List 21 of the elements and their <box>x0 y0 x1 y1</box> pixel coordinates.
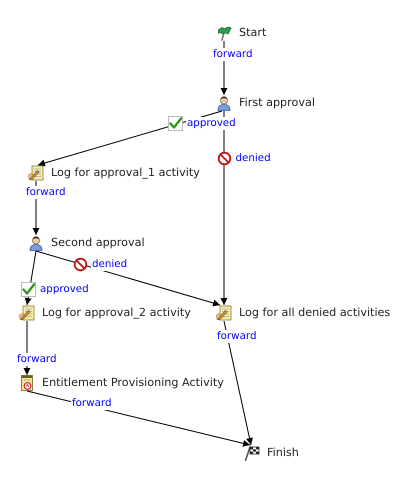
node-label: Second approval <box>51 235 145 251</box>
edge-label: forward <box>25 186 66 199</box>
arrow <box>36 250 220 306</box>
node-label: Finish <box>267 445 299 461</box>
edge-label: forward <box>16 353 58 366</box>
node-label: Log for approval_2 activity <box>42 305 191 321</box>
arrow <box>224 320 253 446</box>
arrow <box>38 110 222 166</box>
edge-label: denied <box>91 258 128 271</box>
node-label: Log for approval_1 activity <box>51 165 200 181</box>
edge-label: forward <box>71 397 112 410</box>
node-label: First approval <box>239 95 315 111</box>
edge-label: approved <box>186 117 237 130</box>
arrow <box>220 110 228 306</box>
edge-label: forward <box>212 48 254 61</box>
edge-label: forward <box>216 330 258 343</box>
node-label: Start <box>239 25 266 41</box>
edge-label: approved <box>39 283 90 296</box>
arrow <box>24 250 36 306</box>
node-label: Log for all denied activities <box>239 305 390 321</box>
node-label: Entitlement Provisioning Activity <box>42 375 224 391</box>
